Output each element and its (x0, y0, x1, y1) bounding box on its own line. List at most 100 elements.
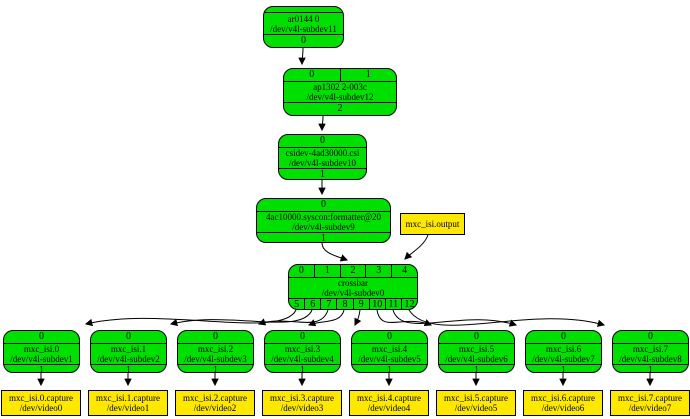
edge-port12-to-isi7 (408, 309, 606, 327)
port-cell: 7 (320, 299, 336, 309)
port-cell: 1 (321, 233, 326, 243)
entity-name: mxc_isi.1 (110, 344, 147, 354)
device-path: /dev/v4l-subdev8 (619, 354, 682, 364)
node-label: mxc_isi.3 /dev/v4l-subdev4 (265, 344, 340, 364)
node-label: ap1302 2-003c /dev/v4l-subdev12 (284, 82, 396, 102)
port-cell: 10 (368, 299, 385, 309)
node-isi-output: mxc_isi.output (400, 213, 465, 235)
node-ar0144: ar0144 0 /dev/v4l-subdev11 0 (263, 6, 344, 48)
node-label: mxc_isi.1 /dev/v4l-subdev2 (91, 344, 166, 364)
device-path: /dev/v4l-subdev4 (271, 354, 334, 364)
node-label: mxc_isi.5 /dev/v4l-subdev6 (439, 344, 514, 364)
port-cell: 1 (474, 365, 479, 373)
entity-name: ar0144 0 (287, 13, 320, 24)
device-path: /dev/video6 (541, 403, 585, 413)
node-mxc-isi-7: 0 mxc_isi.7 /dev/v4l-subdev8 1 (612, 330, 689, 373)
device-path: /dev/v4l-subdev5 (358, 354, 421, 364)
port-cell: 8 (336, 299, 352, 309)
device-path: /dev/video2 (193, 403, 237, 413)
port-cell: 12 (400, 299, 417, 309)
node-label: ar0144 0 /dev/v4l-subdev11 (264, 13, 343, 34)
port-cell: 1 (126, 365, 131, 373)
entity-name: mxc_isi.6 (545, 344, 582, 354)
entity-name: mxc_isi.3 (284, 344, 321, 354)
port-cell: 1 (213, 365, 218, 373)
entity-name: mxc_isi.5 (458, 344, 495, 354)
node-video1: mxc_isi.1.capture /dev/video1 (88, 390, 168, 416)
port-cell: 0 (561, 331, 566, 342)
port-cell: 0 (648, 331, 653, 342)
entity-name: crossbar (338, 278, 368, 288)
node-csidev: 0 csidev-4ad30000.csi /dev/v4l-subdev10 … (278, 134, 367, 180)
node-label: 4ac10000.syscon:formatter@20 /dev/v4l-su… (257, 212, 390, 232)
port-cell: 0 (474, 331, 479, 342)
port-cell: 1 (313, 265, 340, 277)
device-path: /dev/video5 (454, 403, 498, 413)
port-cell: 0 (126, 331, 131, 342)
edge-port7-to-isi2 (257, 309, 329, 326)
device-path: /dev/v4l-subdev12 (306, 92, 374, 102)
port-cell: 1 (320, 169, 325, 180)
edge-port8-to-isi3 (307, 309, 345, 327)
port-cell: 0 (300, 331, 305, 342)
port-cell: 2 (339, 265, 366, 277)
device-path: /dev/video0 (19, 403, 63, 413)
device-path: /dev/video3 (280, 403, 324, 413)
port-cell: 1 (387, 365, 392, 373)
edge-formatter-to-crossbar-port2 (321, 242, 349, 262)
port-cell: 9 (352, 299, 369, 309)
port-cell: 0 (309, 69, 315, 80)
node-video3: mxc_isi.3.capture /dev/video3 (262, 390, 342, 416)
device-path: /dev/v4l-subdev9 (292, 222, 355, 232)
port-cell: 5 (294, 299, 300, 310)
edge-port6-to-isi1 (169, 309, 313, 327)
device-path: /dev/v4l-subdev7 (532, 354, 595, 364)
entity-name: mxc_isi.0 (23, 344, 60, 354)
node-label: mxc_isi.7 /dev/v4l-subdev8 (613, 344, 688, 364)
node-mxc-isi-6: 0 mxc_isi.6 /dev/v4l-subdev7 1 (525, 330, 602, 373)
node-video7: mxc_isi.7.capture /dev/video7 (610, 390, 690, 416)
device-path: /dev/v4l-subdev10 (289, 158, 356, 168)
device-name: mxc_isi.0.capture (9, 393, 73, 403)
port-cell: 1 (300, 365, 305, 373)
device-name: mxc_isi.2.capture (183, 393, 247, 403)
node-mxc-isi-1: 0 mxc_isi.1 /dev/v4l-subdev2 1 (90, 330, 167, 373)
port-strip (264, 7, 343, 13)
node-mxc-isi-2: 0 mxc_isi.2 /dev/v4l-subdev3 1 (177, 330, 254, 373)
device-path: /dev/v4l-subdev0 (321, 288, 385, 298)
port-cell: 0 (213, 331, 218, 342)
entity-name: mxc_isi.2 (197, 344, 234, 354)
node-video4: mxc_isi.4.capture /dev/video4 (349, 390, 429, 416)
entity-name: mxc_isi.7 (632, 344, 669, 354)
port-cell: 1 (39, 365, 44, 373)
port-cell: 4 (391, 265, 417, 277)
device-path: /dev/v4l-subdev1 (10, 354, 73, 364)
device-path: /dev/v4l-subdev2 (97, 354, 160, 364)
entity-name: csidev-4ad30000.csi (285, 148, 360, 158)
edge-isi-output-to-crossbar-port4 (404, 234, 429, 260)
edge-ap1302-to-csidev (318, 115, 326, 132)
port-cell: 1 (648, 365, 653, 373)
device-path: /dev/video1 (106, 403, 150, 413)
node-label: csidev-4ad30000.csi /dev/v4l-subdev10 (279, 148, 366, 168)
port-cell: 0 (298, 265, 304, 276)
node-label: mxc_isi.6 /dev/v4l-subdev7 (526, 344, 601, 364)
port-cell: 1 (561, 365, 566, 373)
device-path: /dev/video4 (367, 403, 411, 413)
device-name: mxc_isi.4.capture (357, 393, 421, 403)
port-cell: 1 (339, 69, 397, 81)
device-name: mxc_isi.3.capture (270, 393, 334, 403)
node-video6: mxc_isi.6.capture /dev/video6 (523, 390, 603, 416)
device-name: mxc_isi.output (405, 219, 460, 229)
port-cell: 0 (320, 135, 325, 146)
port-cell: 0 (387, 331, 392, 342)
device-name: mxc_isi.6.capture (531, 393, 595, 403)
entity-name: mxc_isi.4 (371, 344, 408, 354)
device-path: /dev/v4l-subdev6 (445, 354, 508, 364)
port-cell: 6 (304, 299, 320, 309)
device-name: mxc_isi.7.capture (618, 393, 682, 403)
node-ap1302: 0 1 ap1302 2-003c /dev/v4l-subdev12 2 (283, 68, 397, 116)
edge-port11-to-isi6 (392, 309, 518, 327)
edge-ar0144-to-ap1302 (298, 47, 306, 66)
